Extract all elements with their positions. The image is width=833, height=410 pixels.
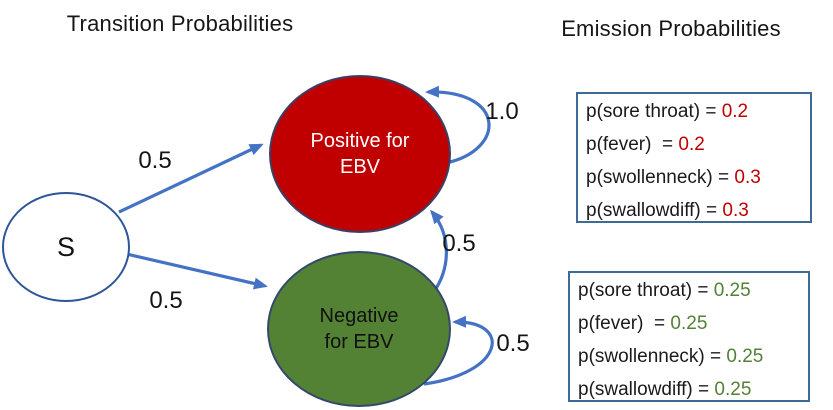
emission-row-label: p(swollenneck) = (586, 167, 735, 188)
emission-row-label: p(sore throat) = (586, 101, 722, 122)
edge-positive-self-loop-arrow (425, 85, 491, 165)
edge-s-to-positive-arrow (118, 143, 264, 214)
emission-row-label: p(swallowdiff) = (586, 200, 723, 221)
state-node-positive-label-line2: EBV (339, 156, 381, 178)
transition-probabilities-title: Transition Probabilities (66, 11, 294, 36)
edge-label-negative-self-loop: 0.5 (496, 330, 530, 357)
emission-row: p(fever) = 0.25 (578, 307, 808, 340)
emission-row-value: 0.2 (721, 101, 749, 122)
emission-row: p(sore throat) = 0.2 (586, 95, 810, 128)
emission-row-label: p(swollenneck) = (578, 346, 727, 367)
state-node-start-label: S (56, 232, 75, 262)
emission-row-value: 0.3 (722, 200, 749, 221)
state-node-positive-label-line1: Positive for (310, 130, 410, 152)
emission-row-label: p(sore throat) = (578, 280, 714, 301)
state-node-negative-ebv: Negative for EBV (267, 251, 451, 407)
emission-row-value: 0.25 (670, 313, 708, 334)
emission-row: p(sore throat) = 0.25 (578, 274, 808, 307)
emission-box-negative: p(sore throat) = 0.25 p(fever) = 0.25 p(… (568, 271, 810, 402)
edge-s-to-negative-arrow (121, 251, 268, 290)
edge-label-negative-to-positive: 0.5 (442, 230, 476, 257)
edge-negative-self-loop-arrow (423, 315, 494, 386)
emission-row-label: p(swallowdiff) = (578, 379, 715, 400)
emission-probabilities-title: Emission Probabilities (561, 16, 781, 41)
emission-row: p(swollenneck) = 0.3 (586, 161, 810, 194)
emission-row-value: 0.25 (713, 280, 751, 301)
edge-label-s-to-negative: 0.5 (149, 287, 183, 314)
emission-row: p(fever) = 0.2 (586, 128, 810, 161)
emission-row-value: 0.2 (678, 134, 705, 155)
emission-row: p(swollenneck) = 0.25 (578, 340, 808, 373)
state-node-negative-label-line2: for EBV (324, 331, 394, 353)
edge-label-s-to-positive: 0.5 (138, 147, 172, 174)
state-node-start: S (2, 192, 130, 302)
edge-label-positive-self-loop: 1.0 (485, 98, 519, 125)
emission-row-value: 0.25 (726, 346, 764, 367)
emission-row-value: 0.3 (734, 167, 761, 188)
emission-row: p(swallowdiff) = 0.3 (586, 194, 810, 227)
emission-row-label: p(fever) = (586, 134, 679, 155)
state-node-negative-label-line1: Negative (319, 305, 399, 327)
emission-row-label: p(fever) = (578, 313, 671, 334)
edge-negative-to-positive-arrow (430, 209, 448, 294)
emission-box-positive: p(sore throat) = 0.2 p(fever) = 0.2 p(sw… (576, 92, 812, 223)
emission-row: p(swallowdiff) = 0.25 (578, 373, 808, 406)
emission-row-value: 0.25 (714, 379, 752, 400)
state-node-positive-ebv: Positive for EBV (269, 75, 451, 233)
